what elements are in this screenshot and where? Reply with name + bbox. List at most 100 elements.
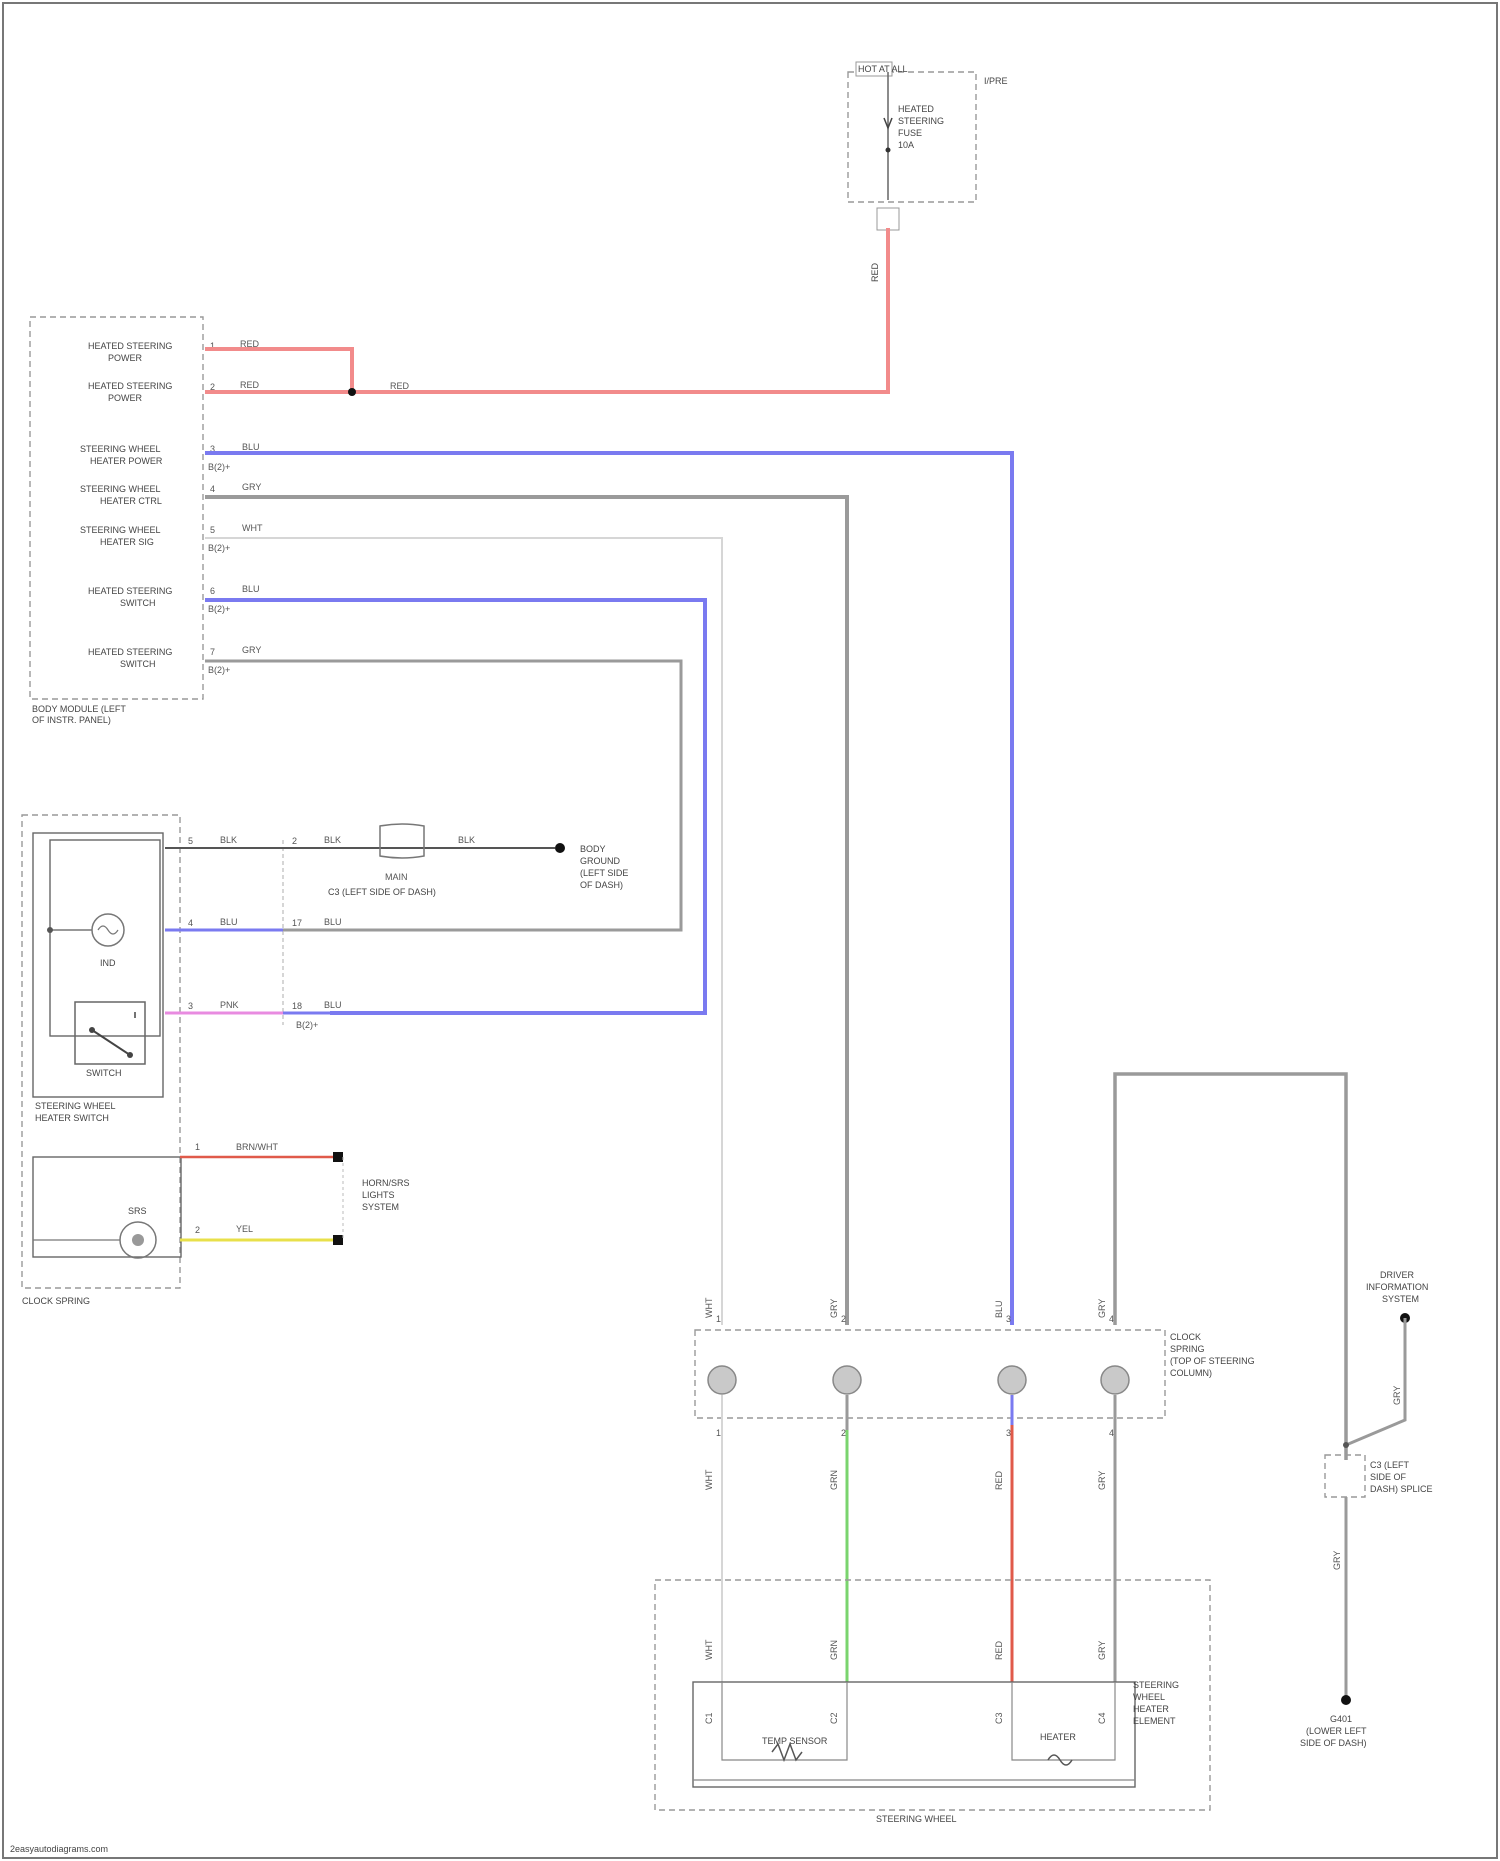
- relay-icon: [380, 824, 424, 858]
- bcm-pin1-line1: HEATED STEERING: [88, 341, 172, 351]
- col-top-pin-3: 3: [1006, 1314, 1011, 1324]
- switch-title-1: STEERING WHEEL: [35, 1101, 116, 1111]
- ground-terminal: [1341, 1695, 1351, 1705]
- bcm-pin1-line2: POWER: [108, 353, 143, 363]
- body-module-title-2: OF INSTR. PANEL): [32, 715, 111, 725]
- bcm-pin7-num: 7: [210, 647, 215, 657]
- dis-label-1: DRIVER: [1380, 1270, 1415, 1280]
- switch-icon-frame: [75, 1002, 145, 1064]
- switch-wire-3: PNK: [220, 1000, 239, 1010]
- col-top-wire-3: BLU: [994, 1300, 1004, 1318]
- switch-wire-2: BLU: [220, 917, 238, 927]
- col-top-wire-4: GRY: [1097, 1299, 1107, 1318]
- bcm-pin5-line2: HEATER SIG: [100, 537, 154, 547]
- switch-pin-a1: 5: [188, 836, 193, 846]
- steering-column-connector: CLOCK SPRING (TOP OF STEERING COLUMN) WH…: [695, 1297, 1255, 1490]
- heater-title-1: STEERING: [1133, 1680, 1179, 1690]
- clock-circuit-4: [1101, 1366, 1129, 1394]
- heater-pin-3: C3: [994, 1712, 1004, 1724]
- ground-label-4: OF DASH): [580, 880, 623, 890]
- ground-label-1: BODY: [580, 844, 606, 854]
- switch-title-2: HEATER SWITCH: [35, 1113, 109, 1123]
- switch-label: SWITCH: [86, 1068, 122, 1078]
- bcm-pin5-num: 5: [210, 525, 215, 535]
- heater-label: HEATER: [1040, 1732, 1076, 1742]
- switch-module-outline: [50, 840, 160, 1036]
- fuse-label-4: 10A: [898, 140, 914, 150]
- wire-gry-loop: [1115, 1074, 1346, 1460]
- clock-right-2: LIGHTS: [362, 1190, 395, 1200]
- main-relay: MAIN C3 (LEFT SIDE OF DASH) BLK BODY GRO…: [328, 824, 628, 897]
- bcm-pin3-wire: BLU: [242, 442, 260, 452]
- bcm-pin6-line1: HEATED STEERING: [88, 586, 172, 596]
- heater-top-wire-1: WHT: [704, 1639, 714, 1660]
- switch-wire-1: BLK: [220, 835, 237, 845]
- steering-col-title-2: SPRING: [1170, 1344, 1205, 1354]
- bcm-pin7-sub: B(2)+: [208, 665, 230, 675]
- switch-pin-b2: 17: [292, 918, 302, 928]
- clock-spring-title: CLOCK SPRING: [22, 1296, 90, 1306]
- bcm-pin7-line2: SWITCH: [120, 659, 156, 669]
- right-side: DRIVER INFORMATION SYSTEM GRY C3 (LEFT S…: [1300, 1270, 1433, 1748]
- heater-title-4: ELEMENT: [1133, 1716, 1176, 1726]
- bcm-pin6-wire: BLU: [242, 584, 260, 594]
- clock-pin-1: 1: [195, 1142, 200, 1152]
- steering-column-outline: [695, 1330, 1165, 1418]
- wire-gry-heater-ctrl: [205, 497, 847, 1325]
- steering-col-title-3: (TOP OF STEERING: [1170, 1356, 1255, 1366]
- bcm-pin4-wire: GRY: [242, 482, 261, 492]
- footer-watermark: 2easyautodiagrams.com: [10, 1844, 108, 1854]
- switch-assembly-outline: [22, 815, 180, 1288]
- resistor-icon: [772, 1744, 802, 1760]
- switch-icon: [92, 1030, 130, 1055]
- relay-wire: BLK: [458, 835, 475, 845]
- ground-label-2: (LOWER LEFT: [1306, 1726, 1367, 1736]
- clock-spring-outline: [33, 1157, 181, 1257]
- heater-top-wire-2: GRN: [829, 1640, 839, 1660]
- heater-pin-4: C4: [1097, 1712, 1107, 1724]
- col-bot-pin-3: 3: [1006, 1428, 1011, 1438]
- heater-pin-1: C1: [704, 1712, 714, 1724]
- temp-sensor-label: TEMP SENSOR: [762, 1736, 828, 1746]
- clock-spring-mid: SRS: [128, 1206, 147, 1216]
- switch-sub-label: B(2)+: [296, 1020, 318, 1030]
- clock-circuit-1: [708, 1366, 736, 1394]
- heater-title-3: HEATER: [1133, 1704, 1169, 1714]
- bcm-pin5-sub: B(2)+: [208, 543, 230, 553]
- switch-pin-a3: 3: [188, 1001, 193, 1011]
- terminal-2: [333, 1235, 343, 1245]
- fuse-block: HOT AT ALL I/PRE HEATED STEERING FUSE 10…: [848, 62, 1008, 282]
- col-bot-wire-1: WHT: [704, 1469, 714, 1490]
- fuse-label-2: STEERING: [898, 116, 944, 126]
- body-module-outline: [30, 317, 203, 699]
- clock-pin-2: 2: [195, 1225, 200, 1235]
- heater-title-2: WHEEL: [1133, 1692, 1165, 1702]
- steering-col-title-1: CLOCK: [1170, 1332, 1201, 1342]
- splice-box: [1325, 1455, 1365, 1497]
- col-bot-wire-2: GRN: [829, 1470, 839, 1490]
- clock-wire-1: BRN/WHT: [236, 1142, 278, 1152]
- wire-gry-dis: [1346, 1318, 1405, 1445]
- ground-label-1: G401: [1330, 1714, 1352, 1724]
- fuse-wire-label: RED: [870, 262, 880, 282]
- bcm-pin4-line2: HEATER CTRL: [100, 496, 162, 506]
- clock-right-3: SYSTEM: [362, 1202, 399, 1212]
- bcm-pin6-num: 6: [210, 586, 215, 596]
- switch-wire2-2: BLU: [324, 917, 342, 927]
- bcm-pin3-line2: HEATER POWER: [90, 456, 163, 466]
- col-bot-wire-3: RED: [994, 1470, 1004, 1490]
- ground-label-3: (LEFT SIDE: [580, 868, 628, 878]
- ground-dot: [555, 843, 565, 853]
- steering-wheel-outline: [655, 1580, 1210, 1810]
- dis-label-3: SYSTEM: [1382, 1294, 1419, 1304]
- bcm-pin4-line1: STEERING WHEEL: [80, 484, 161, 494]
- bcm-pin5-line1: STEERING WHEEL: [80, 525, 161, 535]
- steering-wheel-panel-label: STEERING WHEEL: [876, 1814, 957, 1824]
- dis-label-2: INFORMATION: [1366, 1282, 1428, 1292]
- col-top-pin-2: 2: [841, 1314, 846, 1324]
- switch-pin-b3: 18: [292, 1001, 302, 1011]
- relay-label: MAIN: [385, 872, 408, 882]
- steering-col-title-4: COLUMN): [1170, 1368, 1212, 1378]
- ground-label-2: GROUND: [580, 856, 620, 866]
